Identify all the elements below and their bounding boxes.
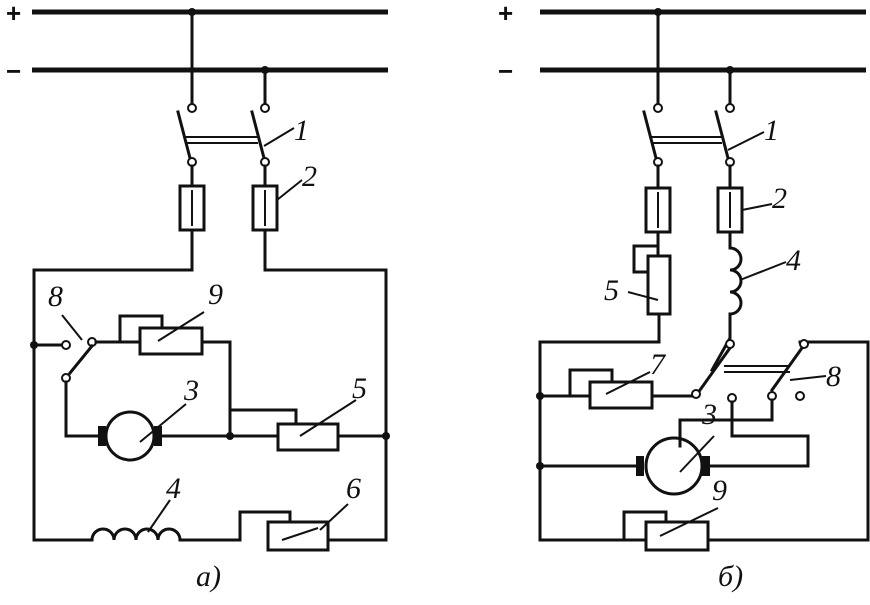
label-b-3: 3 xyxy=(701,398,717,431)
label-b-7: 7 xyxy=(650,348,667,381)
minus-sign-a: − xyxy=(6,56,21,86)
diagram-b: + − xyxy=(498,0,870,593)
motor-b xyxy=(636,435,715,496)
double-pole-switch-a xyxy=(176,110,266,160)
series-rheostat-b xyxy=(627,244,672,316)
plus-sign-a: + xyxy=(6,0,21,28)
reversing-switch-b xyxy=(697,339,809,403)
label-a-3: 3 xyxy=(183,374,199,407)
fuse-b-right xyxy=(716,186,744,234)
field-winding-a xyxy=(90,527,182,542)
field-rheostat-a xyxy=(238,510,330,552)
minus-sign-b: − xyxy=(498,56,513,86)
field-rheostat-b xyxy=(622,507,719,552)
caption-b: б) xyxy=(718,560,743,593)
double-pole-switch-b xyxy=(642,110,730,160)
reversing-switch-blade-a xyxy=(67,343,95,376)
label-a-4: 4 xyxy=(166,472,181,505)
series-rheostat-a xyxy=(228,399,357,452)
label-b-5: 5 xyxy=(604,274,619,307)
fuse-a-left xyxy=(178,184,206,232)
caption-a: а) xyxy=(196,560,221,593)
label-b-8: 8 xyxy=(826,360,841,393)
fuse-b-left xyxy=(644,186,672,234)
label-b-1: 1 xyxy=(764,114,779,147)
label-a-1: 1 xyxy=(294,114,309,147)
fuse-a-right xyxy=(251,184,279,232)
label-a-8: 8 xyxy=(48,280,63,313)
label-a-9: 9 xyxy=(208,278,223,311)
label-b-4: 4 xyxy=(786,244,801,277)
starting-rheostat-a xyxy=(118,311,205,356)
reversing-switch-terminal-a xyxy=(61,340,71,350)
label-b-2: 2 xyxy=(772,182,787,215)
starting-rheostat-b xyxy=(538,368,654,410)
diagram-a: + − xyxy=(6,0,390,593)
label-a-5: 5 xyxy=(352,372,367,405)
field-winding-b xyxy=(728,246,743,316)
label-b-9: 9 xyxy=(712,474,727,507)
label-a-6: 6 xyxy=(346,472,361,505)
label-a-2: 2 xyxy=(302,160,317,193)
plus-sign-b: + xyxy=(498,0,513,28)
motor-a xyxy=(98,403,187,462)
